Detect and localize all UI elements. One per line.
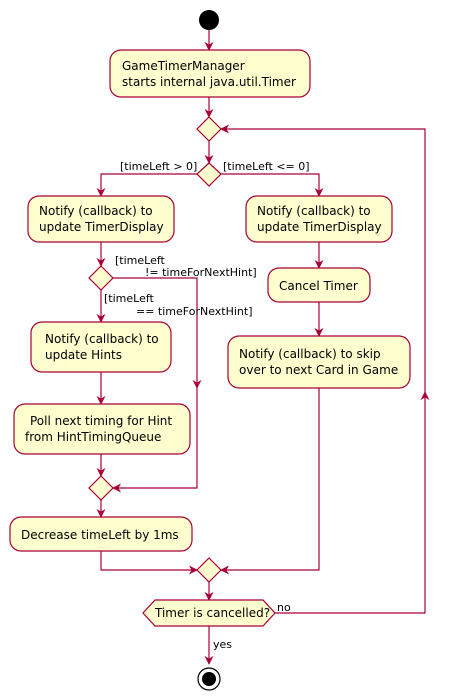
final-merge-diamond [196, 557, 222, 583]
timer-cancelled-decision: Timer is cancelled? [142, 599, 276, 627]
action-notify-hints-line1: Notify (callback) to [45, 332, 159, 346]
svg-text:[timeLeft: [timeLeft [115, 254, 166, 267]
label-not-next-hint-2: != timeForNextHint] [145, 266, 257, 279]
action-notify-display-right: Notify (callback) to update TimerDisplay [245, 195, 393, 243]
start-node [199, 10, 219, 30]
svg-text:== timeForNextHint]: == timeForNextHint] [136, 305, 253, 318]
svg-text:Notify (callback) to: Notify (callback) to [45, 332, 159, 346]
action-start-timer: GameTimerManager starts internal java.ut… [109, 49, 311, 98]
action-cancel-timer: Cancel Timer [267, 267, 371, 303]
svg-text:Notify (callback) to: Notify (callback) to [39, 204, 153, 218]
action-notify-skip: Notify (callback) to skip over to next C… [227, 335, 411, 389]
svg-text:yes: yes [213, 638, 232, 651]
svg-text:[timeLeft <= 0]: [timeLeft <= 0] [223, 160, 310, 173]
edge-hintcheck-no [113, 277, 202, 389]
svg-text:[timeLeft: [timeLeft [104, 292, 155, 305]
action-notify-display-left: Notify (callback) to update TimerDisplay [27, 195, 175, 243]
svg-text:Cancel Timer: Cancel Timer [279, 279, 358, 293]
action-cancel-timer-line1: Cancel Timer [279, 279, 358, 293]
loop-merge-diamond [196, 116, 222, 142]
action-decrease-time: Decrease timeLeft by 1ms [9, 516, 193, 552]
action-notify-display-left-line2: update TimerDisplay [39, 220, 164, 234]
label-not-next-hint-1: [timeLeft [115, 254, 166, 267]
svg-text:GameTimerManager: GameTimerManager [122, 59, 245, 73]
timer-cancelled-label: Timer is cancelled? [154, 606, 270, 620]
edge-branch-right [221, 173, 324, 197]
svg-text:!= timeForNextHint]: != timeForNextHint] [145, 266, 257, 279]
svg-text:Poll next timing for Hint: Poll next timing for Hint [30, 414, 172, 428]
edge-skip-to-final-merge [220, 388, 320, 575]
end-node [197, 667, 221, 691]
svg-text:Timer is cancelled?: Timer is cancelled? [154, 606, 270, 620]
time-left-decision [196, 162, 222, 187]
action-poll-hint-line1: Poll next timing for Hint [30, 414, 172, 428]
action-notify-skip-line1: Notify (callback) to skip [239, 347, 381, 361]
label-is-next-hint-2: == timeForNextHint] [136, 305, 253, 318]
svg-text:Notify (callback) to: Notify (callback) to [257, 204, 371, 218]
label-time-zero: [timeLeft <= 0] [223, 160, 310, 173]
svg-text:update TimerDisplay: update TimerDisplay [39, 220, 164, 234]
svg-text:update TimerDisplay: update TimerDisplay [257, 220, 382, 234]
svg-text:starts internal java.util.Time: starts internal java.util.Timer [122, 75, 296, 89]
hint-merge-diamond [88, 475, 114, 501]
action-notify-hints-line2: update Hints [45, 348, 122, 362]
action-start-timer-line1: GameTimerManager [122, 59, 245, 73]
svg-text:no: no [277, 601, 291, 614]
action-poll-hint: Poll next timing for Hint from HintTimin… [13, 403, 191, 455]
action-poll-hint-line2: from HintTimingQueue [25, 430, 161, 444]
hint-time-decision [88, 265, 114, 291]
label-is-next-hint-1: [timeLeft [104, 292, 155, 305]
label-exit-yes: yes [213, 638, 232, 651]
svg-text:[timeLeft > 0]: [timeLeft > 0] [120, 160, 197, 173]
edge-loop-back [275, 391, 430, 614]
edge-loop-back-top [220, 124, 426, 392]
action-notify-skip-line2: over to next Card in Game [239, 363, 398, 377]
action-notify-hints: Notify (callback) to update Hints [30, 321, 172, 373]
label-loop-no: no [277, 601, 291, 614]
action-start-timer-line2: starts internal java.util.Timer [122, 75, 296, 89]
svg-text:from HintTimingQueue: from HintTimingQueue [25, 430, 161, 444]
edge-decrease-to-final-merge [100, 551, 198, 575]
label-time-positive: [timeLeft > 0] [120, 160, 197, 173]
action-notify-display-left-line1: Notify (callback) to [39, 204, 153, 218]
svg-text:update Hints: update Hints [45, 348, 122, 362]
edge-branch-left [96, 173, 197, 197]
action-notify-display-right-line2: update TimerDisplay [257, 220, 382, 234]
action-notify-display-right-line1: Notify (callback) to [257, 204, 371, 218]
edge-no-to-merge [112, 388, 198, 493]
action-decrease-time-line1: Decrease timeLeft by 1ms [21, 528, 179, 542]
edges [96, 30, 430, 665]
svg-text:over to next Card in Game: over to next Card in Game [239, 363, 398, 377]
svg-text:Decrease timeLeft by 1ms: Decrease timeLeft by 1ms [21, 528, 179, 542]
svg-text:Notify (callback) to skip: Notify (callback) to skip [239, 347, 381, 361]
